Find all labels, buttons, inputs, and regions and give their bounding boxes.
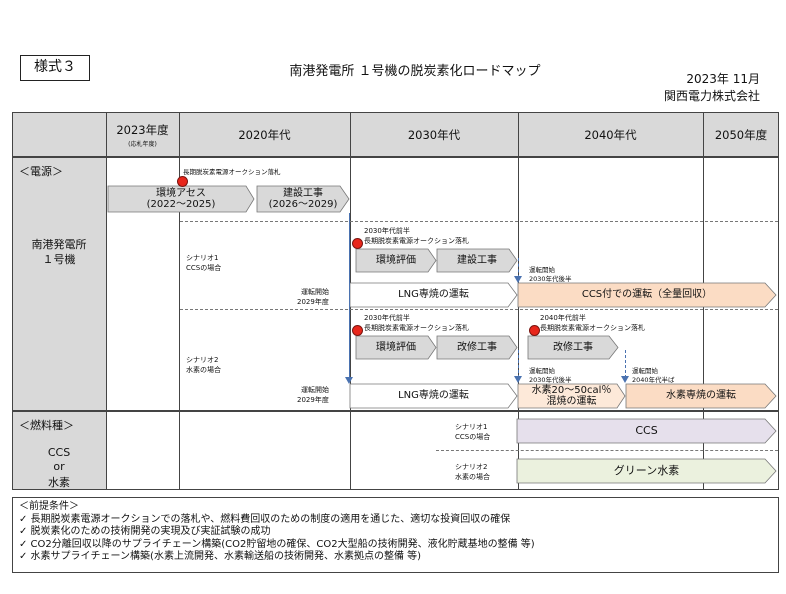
s2-op-start3: 運転開始 (632, 367, 658, 375)
fuel-ccs-label: CCS (47, 446, 71, 459)
s1-ccs-arrow (517, 282, 777, 308)
header-2050-label: 2050年度 (714, 128, 768, 142)
fuel-s1-label1: シナリオ1 (455, 423, 488, 431)
fuel-s2-label2: 水素の場合 (455, 473, 490, 481)
grid-col-2 (179, 112, 180, 490)
s1-early2030: 2030年代前半 (364, 227, 410, 235)
fuel-ccs-arrow (516, 418, 777, 444)
grid-header-bottom (12, 156, 779, 158)
s2-env-arrow (355, 335, 437, 360)
s2-h2-arrow (625, 383, 777, 409)
scenario2-label2: 水素の場合 (186, 366, 221, 374)
s2-retrofit2-arrow (527, 335, 619, 360)
s1-op-start: 運転開始 (301, 288, 329, 296)
scenario1-label2: CCSの場合 (186, 264, 222, 272)
scenario2-label1: シナリオ2 (186, 356, 219, 364)
fuel-green-h2-arrow (516, 458, 777, 484)
s1-op-arrow-line (518, 258, 519, 278)
precondition-item: ✓ CO2分離回収以降のサプライチェーン構築(CO2貯留地の確保、CO2大型船の… (19, 538, 535, 550)
env-assess-arrow (107, 185, 255, 213)
header-col-2023: 2023年度 (応札年度) (106, 113, 179, 157)
plant-name-line1: 南港発電所 (31, 238, 87, 251)
s2-op-start2: 運転開始 (529, 367, 555, 375)
scenario1-divider (180, 221, 778, 222)
header-2020s-label: 2020年代 (238, 128, 291, 142)
power-section-label: ＜電源＞ (19, 165, 63, 178)
s2-auction-marker (352, 325, 363, 336)
construction-arrow (256, 185, 350, 213)
header-2030s-label: 2030年代 (407, 128, 461, 142)
row-label-column (12, 157, 106, 489)
s2-op3-arrow-line (625, 350, 626, 378)
s2-op-arrowhead (514, 376, 522, 383)
header-col-2050: 2050年度 (703, 113, 779, 157)
auction-label: 長期脱炭素電源オークション落札 (183, 168, 281, 176)
s1-lng-arrow (349, 282, 518, 308)
s1-build-arrow (436, 248, 518, 273)
s2-op-year: 2029年度 (297, 396, 329, 404)
s2-lng-arrow (349, 383, 518, 409)
s2-op-arrow-line (518, 350, 519, 378)
s1-op-arrowhead (514, 276, 522, 283)
s2-op-year2: 2030年代後半 (529, 376, 572, 384)
s2-early2040: 2040年代前半 (540, 314, 586, 322)
fuel-s1-label2: CCSの場合 (455, 433, 491, 441)
s2-early2030: 2030年代前半 (364, 314, 410, 322)
s2-retrofit-arrow (436, 335, 518, 360)
scenario1-label1: シナリオ1 (186, 254, 219, 262)
preconditions-box: ＜前提条件＞ ✓ 長期脱炭素電源オークションでの落札や、燃料費回収のための制度の… (12, 497, 779, 573)
scenario2-divider (180, 309, 778, 310)
fuel-h2-label: 水素 (48, 476, 70, 489)
grid-top (12, 112, 779, 113)
header-col-2030s: 2030年代 (350, 113, 518, 157)
s2-auction-label: 長期脱炭素電源オークション落札 (364, 324, 469, 332)
plant-name-line2: １号機 (42, 253, 76, 266)
s1-op-year: 2029年度 (297, 298, 329, 306)
timeline-vertical-arrow (349, 213, 350, 378)
header-col-2040s: 2040年代 (518, 113, 703, 157)
grid-bottom (12, 489, 779, 490)
s2-cofire-arrow (517, 383, 626, 409)
grid-fuel-top (12, 410, 779, 412)
page-title: 南港発電所 １号機の脱炭素化ロードマップ (289, 64, 541, 79)
s1-op-year2: 2030年代後半 (529, 275, 572, 283)
header-col-2020s: 2020年代 (179, 113, 350, 157)
s1-auction-marker (352, 238, 363, 249)
s2-auction2-label: 長期脱炭素電源オークション落札 (540, 324, 645, 332)
header-blank-cell (12, 113, 106, 157)
fuel-s2-label1: シナリオ2 (455, 463, 488, 471)
form-number: 様式３ (20, 55, 90, 81)
s1-auction-label: 長期脱炭素電源オークション落札 (364, 237, 469, 245)
precondition-item: ✓ 長期脱炭素電源オークションでの落札や、燃料費回収のための制度の適用を通じた、… (19, 513, 511, 525)
fuel-divider (436, 450, 778, 451)
company-name: 関西電力株式会社 (663, 89, 760, 103)
s1-op-start2: 運転開始 (529, 266, 555, 274)
s2-op3-arrowhead (621, 376, 629, 383)
auction-marker (177, 176, 188, 187)
document-date: 2023年 11月 (686, 72, 760, 86)
s1-env-arrow (355, 248, 437, 273)
timeline-arrowhead (345, 377, 353, 384)
grid-col-6 (778, 112, 779, 490)
fuel-or-label: or (53, 460, 65, 473)
precondition-item: ✓ 水素サプライチェーン構築(水素上流開発、水素輸送船の技術開発、水素拠点の整備… (19, 551, 422, 562)
fuel-section-label: ＜燃料種＞ (19, 419, 74, 432)
grid-col-0 (12, 112, 13, 490)
header-2023-label: 2023年度 (116, 123, 169, 137)
grid-col-1 (106, 112, 107, 490)
s2-auction2-marker (529, 325, 540, 336)
s2-op-start: 運転開始 (301, 386, 329, 394)
header-2040s-label: 2040年代 (584, 128, 637, 142)
s2-op-year3: 2040年代半ば (632, 376, 675, 384)
header-2023-sub: (応札年度) (128, 141, 157, 148)
preconditions-title: ＜前提条件＞ (19, 501, 79, 512)
precondition-item: ✓ 脱炭素化のための技術開発の実現及び実証試験の成功 (19, 526, 271, 537)
